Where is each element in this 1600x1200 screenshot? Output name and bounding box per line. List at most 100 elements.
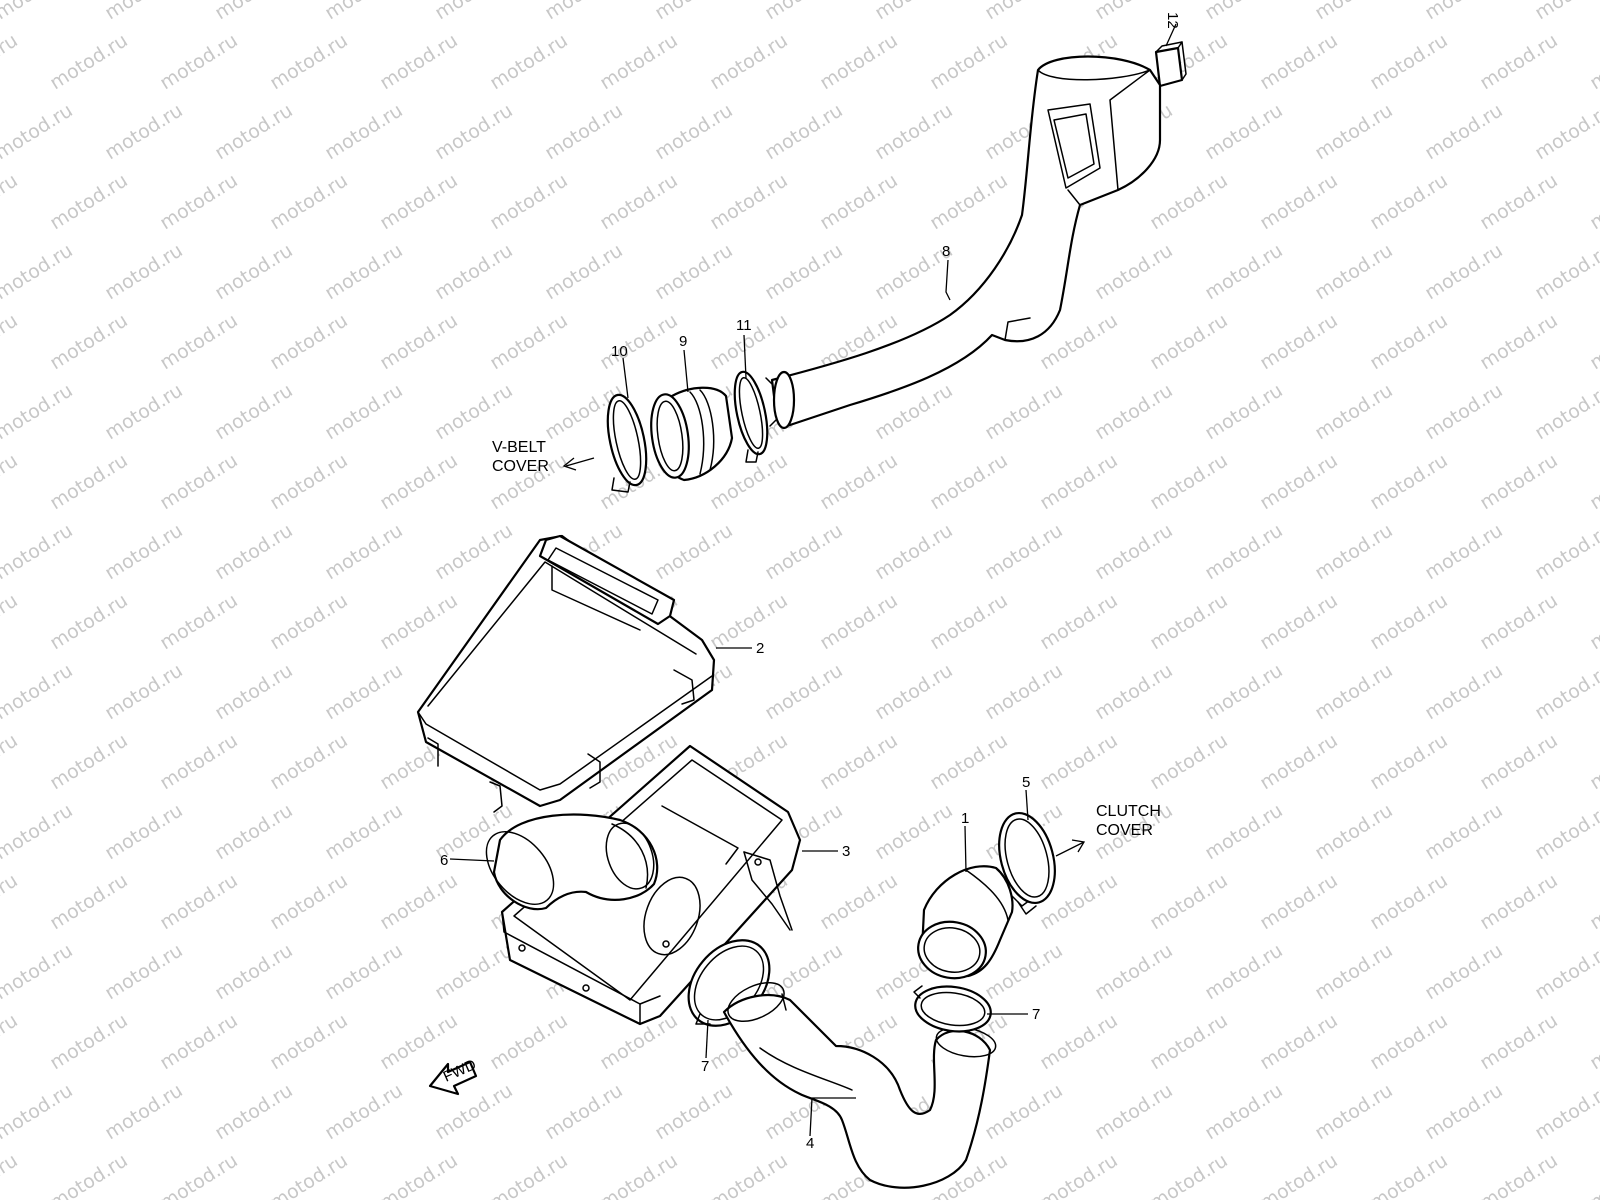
watermark-text: motod.ru (46, 309, 132, 374)
clutch-arrow (1055, 841, 1085, 857)
watermark-text: motod.ru (1201, 519, 1287, 584)
watermark-text: motod.ru (321, 239, 407, 304)
callout-4: 4 (806, 1135, 814, 1152)
watermark-text: motod.ru (541, 99, 627, 164)
watermark-text: motod.ru (1146, 449, 1232, 514)
watermark-text: motod.ru (1476, 169, 1562, 234)
watermark-text: motod.ru (1476, 1149, 1562, 1200)
watermark-text: motod.ru (871, 0, 957, 24)
watermark-text: motod.ru (211, 799, 297, 864)
watermark-text: motod.ru (486, 1149, 572, 1200)
watermark-text: motod.ru (1366, 29, 1452, 94)
watermark-text: motod.ru (1201, 239, 1287, 304)
watermark-text: motod.ru (816, 169, 902, 234)
watermark-text: motod.ru (1146, 169, 1232, 234)
part-10-clamp (606, 393, 648, 493)
watermark-text: motod.ru (1256, 869, 1342, 934)
watermark-text: motod.ru (1201, 799, 1287, 864)
watermark-text: motod.ru (651, 99, 737, 164)
watermark-text: motod.ru (761, 0, 847, 24)
watermark-text: motod.ru (1476, 449, 1562, 514)
watermark-text: motod.ru (101, 519, 187, 584)
watermark-text: motod.ru (321, 519, 407, 584)
watermark-text: motod.ru (871, 519, 957, 584)
watermark-text: motod.ru (101, 799, 187, 864)
watermark-text: motod.ru (46, 589, 132, 654)
watermark-text: motod.ru (0, 169, 22, 234)
watermark-text: motod.ru (761, 99, 847, 164)
watermark-text: motod.ru (1311, 799, 1397, 864)
watermark-text: motod.ru (1476, 29, 1562, 94)
watermark-text: motod.ru (156, 1009, 242, 1074)
watermark-text: motod.ru (0, 869, 22, 934)
watermark-text: motod.ru (1366, 1149, 1452, 1200)
callout-1: 1 (961, 810, 969, 827)
watermark-text: motod.ru (211, 99, 297, 164)
watermark-text: motod.ru (1531, 519, 1600, 584)
watermark-text: motod.ru (596, 1149, 682, 1200)
watermark-text: motod.ru (266, 309, 352, 374)
watermark-text: motod.ru (1421, 239, 1507, 304)
watermark-text: motod.ru (1421, 939, 1507, 1004)
watermark-text: motod.ru (266, 1009, 352, 1074)
watermark-text: motod.ru (1311, 99, 1397, 164)
watermark-text: motod.ru (101, 239, 187, 304)
watermark-text: motod.ru (0, 309, 22, 374)
watermark-text: motod.ru (1531, 239, 1600, 304)
watermark-text: motod.ru (156, 869, 242, 934)
watermark-text: motod.ru (926, 589, 1012, 654)
watermark-text: motod.ru (1311, 939, 1397, 1004)
watermark-text: motod.ru (0, 939, 77, 1004)
watermark-text: motod.ru (1476, 309, 1562, 374)
watermark-text: motod.ru (1531, 939, 1600, 1004)
watermark-text: motod.ru (1476, 869, 1562, 934)
watermark-text: motod.ru (0, 379, 77, 444)
vbelt-cover-line2: COVER (492, 458, 549, 475)
part-9-joint-sleeve (650, 386, 734, 482)
watermark-text: motod.ru (926, 449, 1012, 514)
watermark-text: motod.ru (541, 239, 627, 304)
watermark-text: motod.ru (0, 519, 77, 584)
watermark-text: motod.ru (981, 379, 1067, 444)
watermark-text: motod.ru (816, 29, 902, 94)
watermark-text: motod.ru (1146, 729, 1232, 794)
watermark-text: motod.ru (46, 29, 132, 94)
watermark-text: motod.ru (1311, 1079, 1397, 1144)
watermark-text: motod.ru (1146, 1009, 1232, 1074)
watermark-text: motod.ru (211, 939, 297, 1004)
callout-5: 5 (1022, 774, 1030, 791)
watermark-text: motod.ru (1586, 589, 1600, 654)
watermark-text: motod.ru (981, 659, 1067, 724)
callout-7-right: 7 (1032, 1006, 1040, 1023)
watermark-text: motod.ru (1476, 589, 1562, 654)
watermark-text: motod.ru (211, 519, 297, 584)
watermark-text: motod.ru (431, 99, 517, 164)
watermark-text: motod.ru (1091, 659, 1177, 724)
watermark-text: motod.ru (1146, 309, 1232, 374)
watermark-text: motod.ru (321, 0, 407, 24)
watermark-text: motod.ru (266, 589, 352, 654)
watermark-text: motod.ru (321, 1079, 407, 1144)
watermark-text: motod.ru (871, 799, 957, 864)
clutch-arrow-head (1071, 839, 1086, 853)
watermark-text: motod.ru (706, 589, 792, 654)
watermark-text: motod.ru (486, 309, 572, 374)
watermark-text: motod.ru (0, 589, 22, 654)
watermark-text: motod.ru (926, 729, 1012, 794)
watermark-text: motod.ru (101, 0, 187, 24)
watermark-text: motod.ru (1366, 589, 1452, 654)
callout-10: 10 (611, 343, 628, 360)
watermark-text: motod.ru (596, 309, 682, 374)
watermark-text: motod.ru (486, 1009, 572, 1074)
watermark-text: motod.ru (156, 169, 242, 234)
watermark-text: motod.ru (1036, 1009, 1122, 1074)
part-11-clamp (733, 370, 769, 463)
watermark-text: motod.ru (651, 519, 737, 584)
watermark-text: motod.ru (1531, 659, 1600, 724)
watermark-text: motod.ru (981, 0, 1067, 24)
watermark-text: motod.ru (376, 449, 462, 514)
watermark-text: motod.ru (156, 449, 242, 514)
watermark-text: motod.ru (926, 169, 1012, 234)
watermark-text: motod.ru (1201, 379, 1287, 444)
